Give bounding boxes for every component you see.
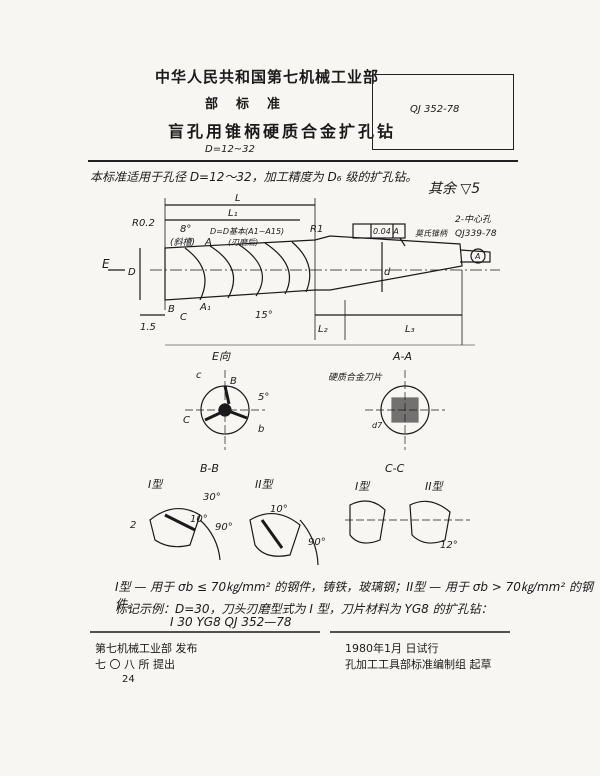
label-c: C xyxy=(180,312,187,323)
label-morse-taper: 莫氏锥柄 xyxy=(415,229,449,238)
label-10deg-1: 10° xyxy=(190,514,208,525)
label-c-small: c xyxy=(196,370,202,381)
flute-line xyxy=(184,247,206,301)
flute-line xyxy=(291,241,311,293)
label-type2-b: II型 xyxy=(255,478,274,491)
label-1.5: 1.5 xyxy=(140,322,156,333)
arc-90 xyxy=(299,519,319,566)
flute-line xyxy=(209,245,235,299)
label-90deg-2: 90° xyxy=(308,537,326,548)
label-c-cap: C xyxy=(183,415,190,426)
department-standard-label: 部标准 xyxy=(205,97,299,112)
view-title-b-b: B-B xyxy=(200,462,219,475)
ministry-heading: 中华人民共和国第七机械工业部 xyxy=(155,68,380,86)
trial-date: 1980年1月 日试行 xyxy=(345,642,439,655)
flute-line xyxy=(264,242,291,295)
label-helical-flute: (斜槽) xyxy=(170,237,195,248)
label-D: D xyxy=(128,267,136,278)
label-circle-a: A xyxy=(474,252,480,261)
label-L1: L₁ xyxy=(228,208,238,219)
label-center-holes: 2-中心孔 xyxy=(455,214,492,225)
label-d: d xyxy=(384,267,391,278)
label-d7: d7 xyxy=(372,421,383,430)
standard-number: QJ 352-78 xyxy=(410,104,460,115)
label-L3: L₃ xyxy=(405,324,415,335)
view-title-e: E向 xyxy=(212,350,231,363)
flute-line xyxy=(237,243,264,297)
issuer: 第七机械工业部 发布 xyxy=(95,642,198,655)
view-title-a-a: A-A xyxy=(392,350,412,363)
label-30deg: 30° xyxy=(203,492,221,503)
document-title: 盲孔用锥柄硬质合金扩孔钻 xyxy=(168,122,397,141)
drill-body-outline xyxy=(164,235,463,301)
e-view-teeth xyxy=(204,385,248,422)
tolerance-frame xyxy=(352,223,406,239)
label-12deg: 12° xyxy=(440,540,458,551)
label-tolerance-frame: 0.04 A xyxy=(373,227,399,236)
surface-finish-note: 其余 ▽5 xyxy=(428,181,481,197)
label-after-grinding: (刃磨后) xyxy=(228,238,258,247)
section-c-c-type2 xyxy=(409,500,451,544)
label-b-cap: B xyxy=(230,376,237,387)
label-type1-c: I型 xyxy=(355,480,371,493)
marking-example: 标记示例：D=30，刀头刃磨型式为 I 型，刀片材料为 YG8 的扩孔钻： xyxy=(115,602,493,616)
label-10deg-2: 10° xyxy=(270,504,288,515)
intro-text: 本标准适用于孔径 D=12～32，加工精度为 D₆ 级的扩孔钻。 xyxy=(90,170,418,184)
label-90deg-1: 90° xyxy=(215,522,233,533)
arc-30 xyxy=(199,519,221,561)
page-number: 24 xyxy=(122,674,135,685)
label-center-std: QJ339-78 xyxy=(455,229,497,239)
label-carbide-insert: 硬质合金刀片 xyxy=(328,372,383,383)
marking-example-code: I 30 YG8 QJ 352—78 xyxy=(170,615,292,629)
label-type2-c: II型 xyxy=(425,480,444,493)
label-b: B xyxy=(168,304,175,315)
label-b-small: b xyxy=(258,424,264,435)
label-15deg: 15° xyxy=(255,310,273,321)
label-8deg: 8° xyxy=(180,224,191,235)
diameter-range: D=12~32 xyxy=(205,144,255,155)
type-usage-note: I型 — 用于 σb ≤ 70㎏/mm² 的钢件，铸铁，玻璃钢；II型 — 用于… xyxy=(115,580,593,611)
label-5deg: 5° xyxy=(258,392,269,403)
view-title-c-c: C-C xyxy=(385,462,405,475)
drafting-group: 孔加工工具部标准编制组 起草 xyxy=(345,658,492,671)
label-r02: R0.2 xyxy=(132,218,155,229)
standard-number-box xyxy=(372,74,514,150)
label-d-tolerance: D=D基本(A1~A15) xyxy=(210,227,284,236)
section-b-b-type2 xyxy=(249,513,301,557)
header-rule xyxy=(88,160,518,162)
label-e: E xyxy=(102,257,110,271)
detail-circle-a xyxy=(470,248,486,264)
label-a: A xyxy=(204,237,212,248)
label-L: L xyxy=(235,193,241,204)
label-type1-b: I型 xyxy=(148,478,164,491)
label-L2: L₂ xyxy=(318,324,328,335)
section-c-c-type1 xyxy=(349,500,386,544)
section-b-b-type1 xyxy=(149,508,201,548)
label-r1: R1 xyxy=(310,224,323,235)
label-a1: A₁ xyxy=(199,302,211,313)
proposing-institute: 七 〇 八 所 提出 xyxy=(95,658,175,671)
label-2: 2 xyxy=(130,520,136,531)
